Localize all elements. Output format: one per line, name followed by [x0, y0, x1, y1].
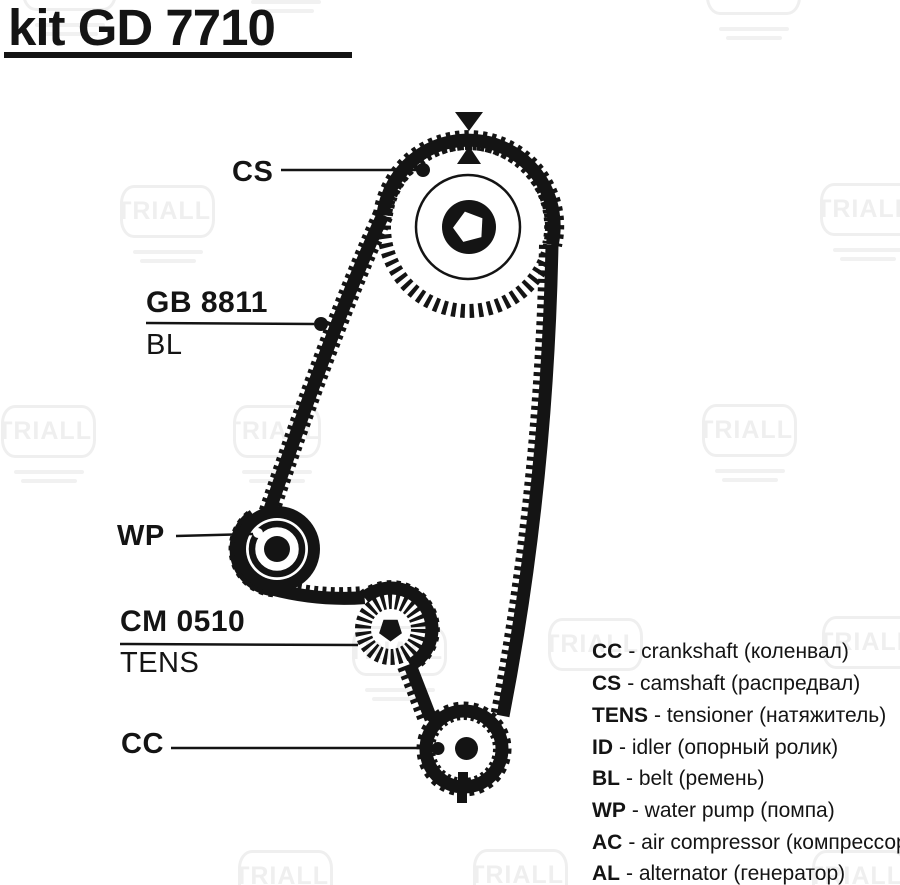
legend-item: BL - belt (ремень) — [592, 768, 765, 789]
camshaft-pulley — [414, 173, 522, 281]
watermark-trialli: TRIALLI — [473, 849, 568, 885]
watermark-trialli: TRIALLI — [22, 0, 117, 36]
legend-abbr: AL — [592, 862, 620, 885]
legend-desc: - air compressor (компрессор) — [628, 831, 900, 854]
water-pump-pulley — [234, 506, 320, 592]
watermark-trialli: TRIALLI — [120, 185, 215, 263]
watermark-trialli: TRIALLI — [548, 618, 643, 671]
legend-item: CC- crankshaft (коленвал) — [592, 641, 849, 662]
legend-desc: - belt (ремень) — [626, 767, 765, 790]
page-title: kit GD 7710 — [8, 0, 276, 56]
legend-abbr: CS — [592, 672, 622, 695]
timing-belt — [229, 133, 561, 794]
legend-desc: - alternator (генератор) — [626, 862, 846, 885]
legend-item: ID - idler (опорный ролик) — [592, 737, 838, 758]
legend-item: TENS- tensioner (натяжитель) — [592, 705, 886, 726]
tensioner-pulley — [355, 593, 427, 665]
kit-code: GD 7710 — [77, 0, 276, 56]
watermark-trialli: TRIALLI — [1, 405, 96, 483]
legend-desc: - tensioner (натяжитель) — [654, 704, 887, 727]
watermark-trialli: TRIALLI — [702, 404, 797, 482]
label-tensioner-tag: TENS — [120, 647, 200, 679]
legend-abbr: CC — [592, 640, 623, 663]
legend-desc: - water pump (помпа) — [631, 799, 835, 822]
title-underline — [4, 52, 352, 58]
legend-abbr: AC — [592, 831, 623, 854]
legend-item: AC- air compressor (компрессор) — [592, 832, 900, 853]
watermark-trialli: TRIALLI — [822, 616, 900, 669]
kit-prefix: kit — [8, 0, 66, 56]
watermark-trialli: TRIALLI — [238, 0, 333, 13]
timing-mark-triangles — [455, 112, 483, 164]
label-camshaft: CS — [232, 156, 274, 188]
label-tensioner-code: CM 0510 — [120, 605, 246, 638]
legend-item: WP- water pump (помпа) — [592, 800, 835, 821]
legend-desc: - crankshaft (коленвал) — [628, 640, 849, 663]
watermark-trialli: TRIALLI — [238, 850, 333, 885]
watermark-trialli: TRIALLI — [812, 850, 900, 885]
legend-desc: - camshaft (распредвал) — [627, 672, 861, 695]
legend-abbr: ID — [592, 736, 613, 759]
leader-lines — [119, 163, 430, 750]
legend-item: CS- camshaft (распредвал) — [592, 673, 860, 694]
legend-abbr: WP — [592, 799, 626, 822]
watermark-trialli: TRIALLI — [706, 0, 801, 40]
legend-item: AL - alternator (генератор) — [592, 863, 845, 884]
label-belt-tag: BL — [146, 329, 183, 361]
legend-desc: - idler (опорный ролик) — [619, 736, 839, 759]
label-water-pump: WP — [117, 520, 165, 552]
legend-abbr: BL — [592, 767, 620, 790]
label-crankshaft: CC — [121, 728, 164, 760]
watermark-trialli: TRIALLI — [820, 183, 900, 261]
legend-abbr: TENS — [592, 704, 649, 727]
label-belt-code: GB 8811 — [146, 286, 268, 319]
crankshaft-pulley — [431, 720, 493, 803]
